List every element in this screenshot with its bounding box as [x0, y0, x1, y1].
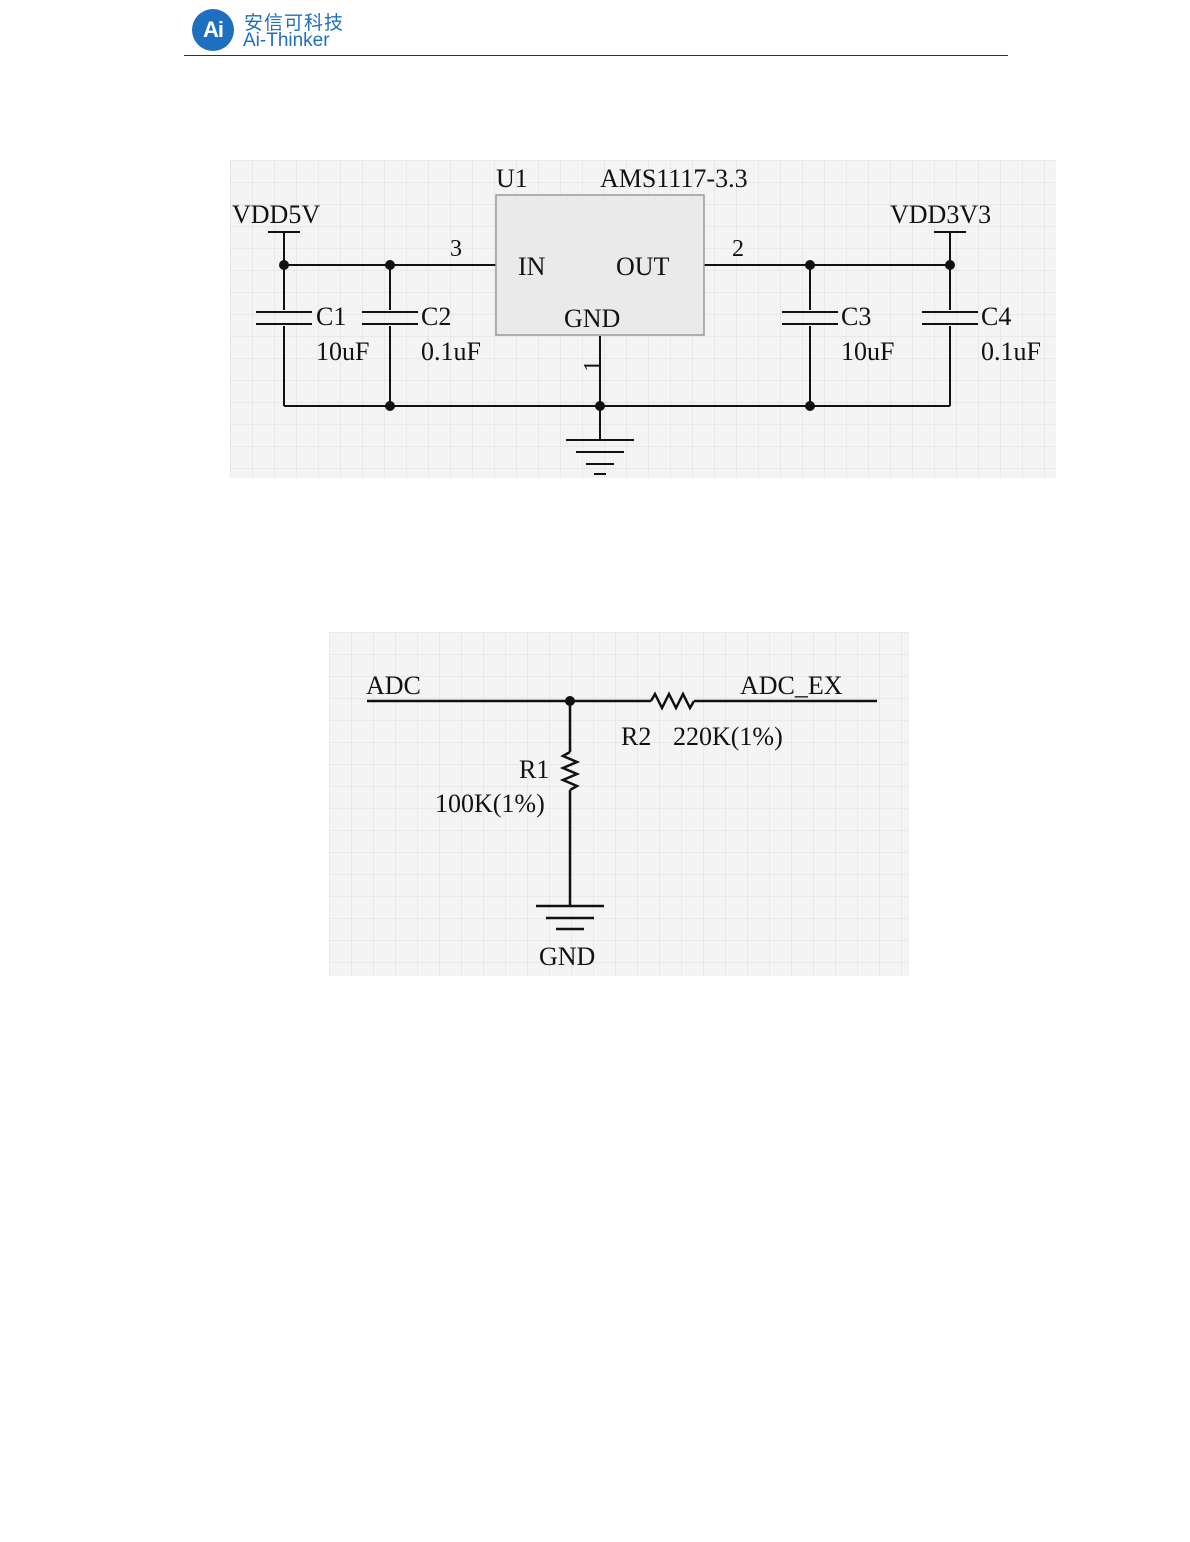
vdd5v-label: VDD5V — [232, 200, 320, 229]
junction-dot — [279, 260, 289, 270]
u1-reference: U1 — [496, 164, 528, 193]
pin-in-name: IN — [518, 252, 546, 281]
junction-dot — [595, 401, 605, 411]
junction-dot — [385, 401, 395, 411]
junction-dot — [805, 260, 815, 270]
c3-value: 10uF — [841, 337, 894, 366]
r2-reference: R2 — [621, 722, 651, 751]
company-name-en: Ai-Thinker — [243, 30, 330, 52]
ai-thinker-logo: Ai — [192, 9, 234, 51]
pin-out-name: OUT — [616, 252, 670, 281]
junction-dot — [385, 260, 395, 270]
r1-value: 100K(1%) — [435, 789, 545, 818]
c1-reference: C1 — [316, 302, 346, 331]
r2-value: 220K(1%) — [673, 722, 783, 751]
adc-divider-schematic: ADC ADC_EX R2 220K(1%) R1 100K(1%) GND — [329, 632, 909, 976]
c2-value: 0.1uF — [421, 337, 481, 366]
adc-ex-net-label: ADC_EX — [740, 671, 843, 700]
c2-reference: C2 — [421, 302, 451, 331]
pin-out-number: 2 — [732, 236, 744, 262]
c4-value: 0.1uF — [981, 337, 1041, 366]
u1-part-number: AMS1117-3.3 — [600, 164, 748, 193]
c1-value: 10uF — [316, 337, 369, 366]
c4-reference: C4 — [981, 302, 1011, 331]
regulator-schematic: U1 AMS1117-3.3 VDD5V VDD3V3 3 IN 2 OUT G… — [230, 160, 1056, 478]
adc-net-label: ADC — [366, 671, 421, 700]
c3-reference: C3 — [841, 302, 871, 331]
junction-dot — [945, 260, 955, 270]
page-header: Ai 安信可科技 Ai-Thinker — [184, 0, 1008, 57]
gnd-label: GND — [539, 942, 595, 971]
junction-dot — [805, 401, 815, 411]
pin-gnd-name: GND — [564, 304, 620, 333]
pin-gnd-number: 1 — [580, 360, 606, 372]
header-divider — [184, 55, 1008, 56]
vdd3v3-label: VDD3V3 — [890, 200, 991, 229]
r1-reference: R1 — [519, 755, 549, 784]
junction-dot — [565, 696, 575, 706]
pin-in-number: 3 — [450, 236, 462, 262]
